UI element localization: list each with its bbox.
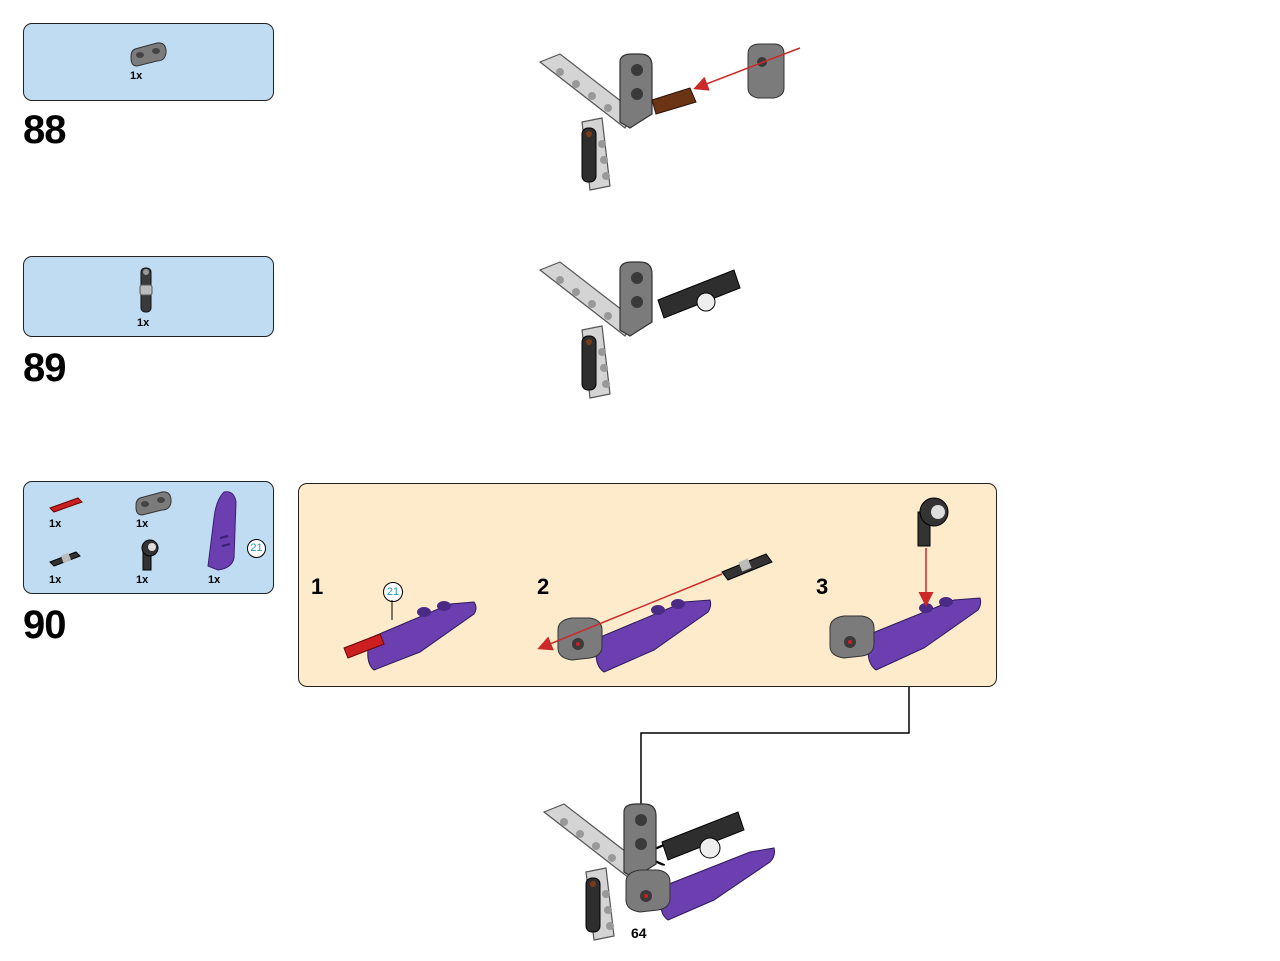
part-quantity: 1x xyxy=(49,574,62,586)
part-quantity: 1x xyxy=(137,317,150,329)
substep-number-1: 1 xyxy=(311,574,324,599)
step-number-88: 88 xyxy=(23,108,66,152)
step-90-model xyxy=(543,803,775,941)
substep-2-axle-pin xyxy=(721,553,773,581)
substep-3-model xyxy=(829,597,982,671)
substep-2-arrow xyxy=(537,573,723,651)
connector-pin-icon xyxy=(139,267,153,313)
red-axle-icon xyxy=(49,497,83,513)
part-number-badge: 21 xyxy=(383,582,403,602)
step-number-89: 89 xyxy=(23,346,66,390)
part-quantity: 1x xyxy=(136,574,149,586)
part-quantity: 1x xyxy=(136,518,149,530)
step-number-90: 90 xyxy=(23,603,66,647)
purple-panel-icon xyxy=(207,491,237,571)
step-88-model xyxy=(539,53,697,191)
parts-list-step-89: 1x xyxy=(23,256,274,337)
step-89-model xyxy=(539,261,741,399)
panel-part-number-badge: 21 xyxy=(247,539,266,558)
page-number: 64 xyxy=(631,925,647,941)
beam-2-icon xyxy=(135,491,172,516)
substep-number-3: 3 xyxy=(816,574,829,599)
substep-1-model xyxy=(343,601,477,671)
parts-list-step-88: 1x xyxy=(23,23,274,101)
part-quantity: 1x xyxy=(208,574,221,586)
callout-connector-line xyxy=(641,687,910,855)
part-quantity: 1x xyxy=(49,518,62,530)
part-quantity: 1x xyxy=(130,70,143,82)
substep-number-2: 2 xyxy=(537,574,550,599)
substep-3-angle-connector xyxy=(917,497,949,547)
parts-list-step-90: 1x 1x 21 1x 1x 1x xyxy=(23,481,274,594)
step-88-new-part xyxy=(747,43,785,99)
substep-2-model xyxy=(557,599,712,673)
step-88-arrow xyxy=(693,47,801,91)
beam-2-icon xyxy=(130,42,167,67)
axle-pin-icon xyxy=(49,551,81,567)
angle-connector-icon xyxy=(141,539,159,571)
